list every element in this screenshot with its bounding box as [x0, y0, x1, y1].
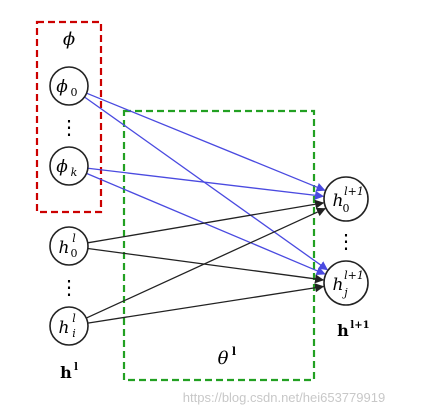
svg-text:ϕ: ϕ — [56, 157, 68, 177]
svg-text:l: l — [74, 362, 78, 373]
svg-text:h: h — [59, 318, 70, 338]
watermark-text: https://blog.csdn.net/hei653779919 — [183, 390, 385, 405]
phi-group-box — [35, 20, 103, 214]
svg-text:l+1: l+1 — [344, 269, 364, 282]
edge-phik-to-h0l1 — [87, 167, 325, 200]
edge-h0l-to-hjl1 — [87, 247, 325, 284]
svg-text:0: 0 — [343, 202, 350, 215]
svg-text:j: j — [341, 286, 348, 299]
node-h-0-l1: h l+1 0 — [323, 176, 369, 222]
svg-text:ϕ: ϕ — [56, 77, 68, 97]
svg-text:k: k — [71, 166, 78, 179]
svg-text:h: h — [59, 238, 70, 258]
node-h-j-l1: h l+1 j — [323, 260, 369, 306]
node-phi-k: ϕ k — [49, 146, 89, 186]
h-input-label: h l — [60, 362, 78, 382]
phi-ellipsis: ⋮ — [59, 115, 79, 139]
edges-layer — [84, 92, 328, 324]
node-phi-0: ϕ 0 — [49, 66, 89, 106]
edge-hil-to-h0l1 — [86, 207, 326, 319]
edge-phi0-to-h0l1 — [86, 92, 326, 192]
svg-text:h: h — [333, 191, 344, 211]
h-output-ellipsis: ⋮ — [336, 229, 356, 253]
svg-text:l: l — [72, 312, 76, 325]
svg-text:θ: θ — [218, 348, 229, 369]
edge-h0l-to-h0l1 — [87, 199, 325, 244]
svg-text:l+1: l+1 — [350, 320, 369, 331]
h-output-label: h l+1 — [337, 320, 369, 340]
h-input-ellipsis: ⋮ — [59, 275, 79, 299]
phi-group-label: ϕ — [63, 29, 75, 50]
node-h-0-l: h l 0 — [49, 226, 89, 266]
svg-text:l: l — [232, 345, 236, 358]
theta-group-label: θ l — [218, 345, 237, 369]
edge-hil-to-hjl1 — [87, 283, 325, 324]
theta-group-box — [122, 109, 316, 382]
edge-phi0-to-hjl1 — [84, 96, 328, 271]
svg-text:l+1: l+1 — [344, 185, 364, 198]
svg-text:l: l — [72, 232, 76, 245]
svg-text:h: h — [333, 275, 344, 295]
svg-text:i: i — [72, 327, 76, 340]
node-h-i-l: h l i — [49, 306, 89, 346]
svg-text:h: h — [60, 363, 72, 382]
edge-phik-to-hjl1 — [86, 172, 326, 276]
svg-text:h: h — [337, 321, 349, 340]
svg-text:0: 0 — [71, 247, 78, 260]
svg-text:0: 0 — [71, 86, 78, 99]
